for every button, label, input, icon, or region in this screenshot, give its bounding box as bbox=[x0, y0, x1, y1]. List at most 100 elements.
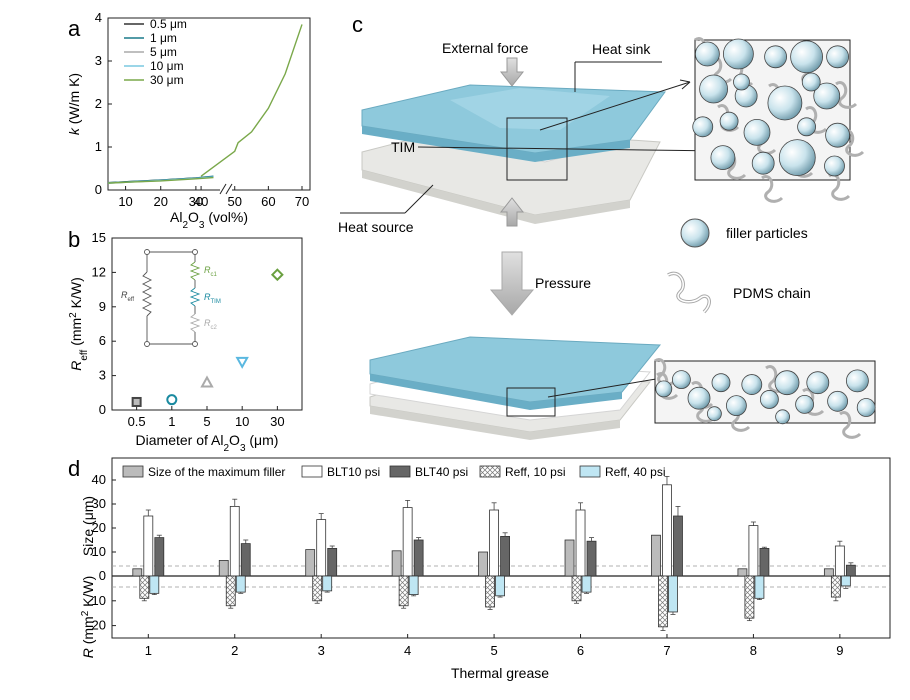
panel-d-bar-top bbox=[834, 545, 845, 577]
zoom-arrow-top-head-icon bbox=[679, 79, 691, 90]
panel-a-x-axis-label: Al2O3 (vol%) bbox=[170, 209, 248, 231]
panel-d-bar-bottom bbox=[668, 575, 678, 613]
filler-particle bbox=[813, 82, 841, 110]
external-force-label: External force bbox=[442, 40, 529, 56]
panel-d-bar-top bbox=[759, 548, 770, 577]
heat-sink-plate bbox=[361, 84, 666, 162]
filler-particle bbox=[764, 45, 787, 69]
filler-particle bbox=[806, 371, 830, 395]
panel-a-y-tick-label: 4 bbox=[95, 10, 102, 25]
panel-d-bar-bottom bbox=[322, 575, 333, 592]
panel-d-legend-swatch bbox=[579, 465, 601, 478]
panel-d-y-tick-label-top: 30 bbox=[92, 496, 106, 511]
panel-b-y-tick-label: 9 bbox=[99, 299, 106, 314]
filler-particle bbox=[801, 72, 821, 92]
panel-d-legend-swatch bbox=[301, 465, 323, 478]
panel-d-bar-bottom bbox=[840, 575, 851, 587]
panel-a-y-tick-label: 3 bbox=[95, 53, 102, 68]
panel-b-point-diamond bbox=[270, 268, 284, 282]
panel-a-legend-label: 1 μm bbox=[150, 31, 177, 45]
panel-d-bar-bottom bbox=[139, 575, 150, 599]
filler-particle bbox=[655, 380, 673, 398]
panel-d-bar-top bbox=[154, 537, 165, 577]
pdms-chain-segment bbox=[835, 81, 858, 109]
panel-d-bar-bottom bbox=[149, 575, 160, 594]
pressure-label: Pressure bbox=[535, 275, 591, 291]
filler-particle bbox=[711, 373, 731, 393]
panel-d-bar-bottom bbox=[754, 575, 765, 599]
filler-particle bbox=[695, 41, 720, 67]
filler-particle bbox=[751, 151, 775, 175]
panel-d-x-tick-label: 8 bbox=[750, 643, 757, 658]
panel-b-label: b bbox=[68, 227, 80, 252]
panel-d-y-tick-label-top: 20 bbox=[92, 520, 106, 535]
panel-d-bar-top bbox=[478, 551, 488, 577]
panel-b-x-tick-label: 0.5 bbox=[128, 414, 146, 429]
panel-d-legend-label: BLT40 psi bbox=[415, 465, 468, 479]
pdms-chain-label: PDMS chain bbox=[733, 285, 811, 301]
panel-d-y-tick-label-bottom: 20 bbox=[92, 618, 106, 633]
panel-d-legend-label: Reff, 40 psi bbox=[605, 465, 665, 479]
panel-b-point-triangle-up bbox=[200, 375, 214, 388]
panel-b-y-tick-label: 3 bbox=[99, 368, 106, 383]
panel-d-bar-bottom bbox=[408, 575, 419, 596]
panel-d-y-tick-label-top: 10 bbox=[92, 544, 106, 559]
panel-d-bar-top bbox=[845, 564, 856, 577]
filler-particle bbox=[723, 38, 754, 70]
panel-a-series-line bbox=[107, 176, 214, 184]
force-arrow-down-icon bbox=[499, 57, 525, 87]
panel-b-x-tick-label: 10 bbox=[235, 414, 249, 429]
panel-a-legend-label: 0.5 μm bbox=[150, 17, 187, 31]
panel-b-x-axis-label: Diameter of Al2O3 (μm) bbox=[136, 432, 279, 454]
panel-b-x-tick-label: 5 bbox=[203, 414, 210, 429]
filler-particle bbox=[826, 45, 849, 69]
force-arrow-up-icon bbox=[499, 197, 525, 227]
filler-particle-icon bbox=[680, 218, 710, 248]
panel-d-bar-bottom bbox=[398, 575, 409, 607]
panel-d-plot-frame bbox=[111, 457, 891, 639]
filler-particle bbox=[774, 370, 800, 396]
inset-rc1-label: Rc1 bbox=[204, 265, 218, 278]
panel-a-x-tick-label: 70 bbox=[295, 194, 309, 209]
panel-d-bar-top bbox=[500, 536, 510, 577]
panel-d-bar-bottom bbox=[571, 575, 582, 602]
panel-d-bar-bottom bbox=[830, 575, 841, 598]
panel-d-bar-top bbox=[575, 509, 586, 577]
pdms-chain-segment bbox=[761, 175, 784, 203]
filler-particle bbox=[778, 139, 816, 177]
filler-particle bbox=[726, 395, 747, 417]
filler-particles-label: filler particles bbox=[726, 225, 808, 241]
panel-a-x-tick-label: 50 bbox=[227, 194, 241, 209]
filler-particle bbox=[825, 122, 850, 148]
panel-a-x-tick-label: 30 bbox=[189, 194, 203, 209]
filler-particle bbox=[790, 40, 823, 74]
panel-b-y-tick-label: 0 bbox=[99, 402, 106, 417]
filler-particle bbox=[699, 74, 728, 104]
panel-a-legend-label: 30 μm bbox=[150, 73, 184, 87]
filler-particle bbox=[719, 111, 739, 131]
panel-a-y-axis-label: k (W/m K) bbox=[66, 73, 82, 135]
panel-d-bar-top bbox=[823, 568, 834, 577]
panel-a-x-tick-label: 20 bbox=[153, 194, 167, 209]
filler-particle bbox=[707, 406, 722, 422]
panel-d-bar-top bbox=[673, 515, 683, 577]
panel-b-point-triangle-down bbox=[235, 356, 249, 369]
panel-b-x-tick-label: 1 bbox=[168, 414, 175, 429]
panel-d-y-tick-label-top: 0 bbox=[99, 568, 106, 583]
panel-d-x-tick-label: 5 bbox=[490, 643, 497, 658]
panel-d-x-axis-label: Thermal grease bbox=[451, 665, 549, 681]
panel-d-bar-top bbox=[413, 539, 424, 577]
panel-d-bar-top bbox=[327, 548, 338, 577]
filler-particle bbox=[846, 369, 869, 393]
panel-d-bar-top bbox=[391, 550, 402, 577]
zoom-region-bottom bbox=[506, 387, 556, 417]
panel-a-legend-label: 10 μm bbox=[150, 59, 184, 73]
panel-d-bar-top bbox=[316, 519, 327, 577]
panel-d-bar-bottom bbox=[312, 575, 323, 602]
panel-c-label: c bbox=[352, 12, 363, 37]
panel-b-y-tick-label: 12 bbox=[92, 264, 106, 279]
panel-d-bar-top bbox=[737, 568, 748, 577]
pdms-chain-icon-inner bbox=[667, 272, 710, 313]
